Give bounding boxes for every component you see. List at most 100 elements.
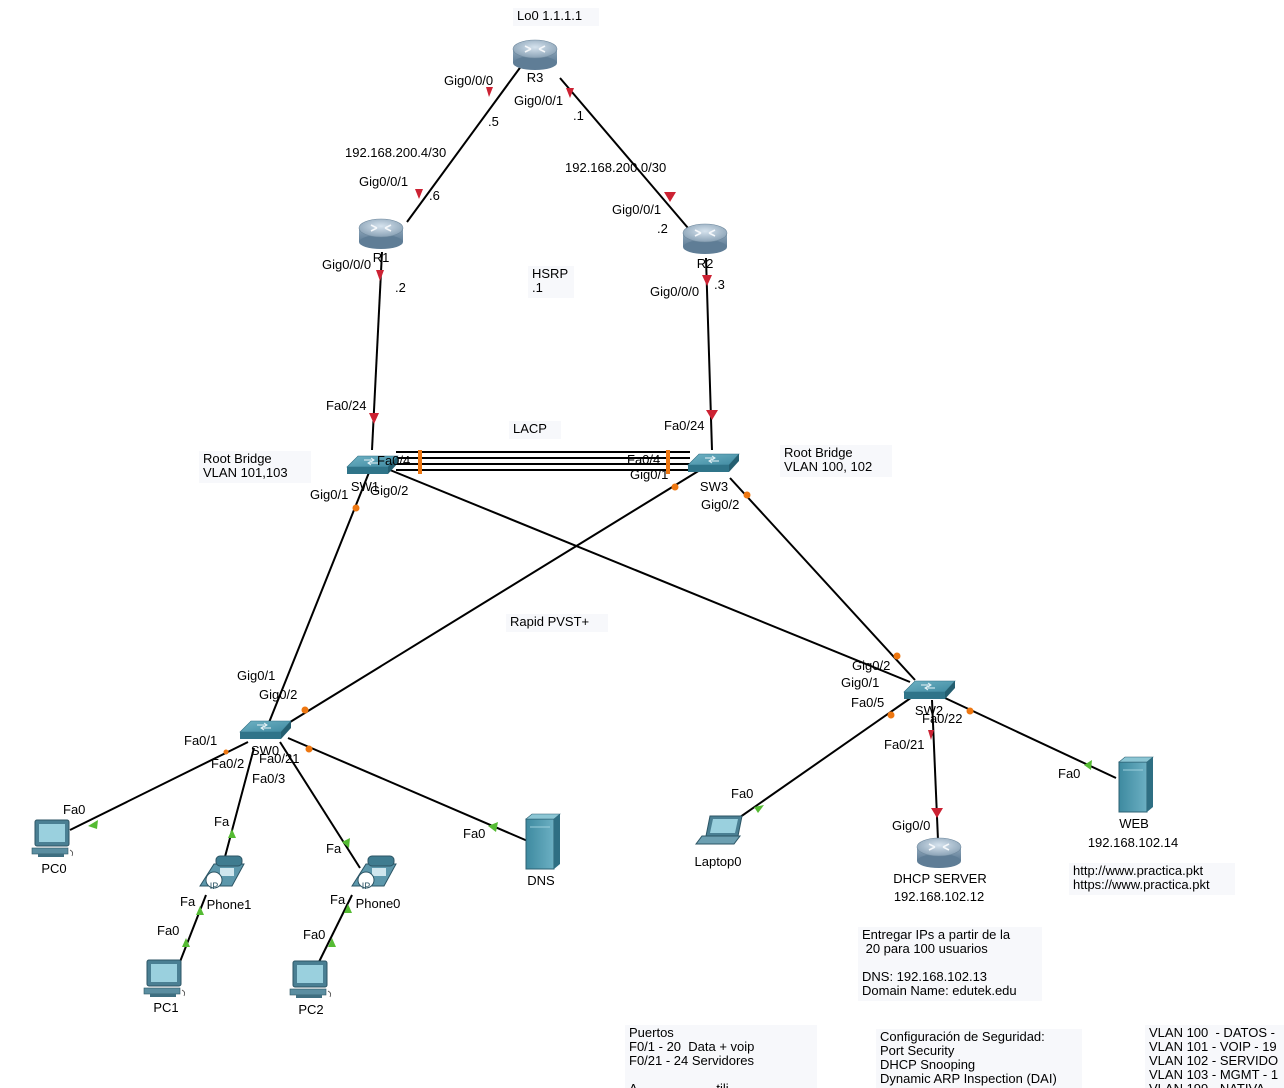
port-label: Gig0/2 [259,687,297,702]
port-label: Fa [330,892,346,907]
network-label: 192.168.200.4/30 [345,145,446,160]
label-r2: R2 [697,256,714,271]
label-phone0: Phone0 [356,896,401,911]
phone1-icon[interactable] [199,855,245,889]
lacp-etherchannel [396,451,690,471]
port-label: Fa0/24 [326,398,366,413]
port-label: Gig0/0 [892,818,930,833]
link-sw1-sw0 [265,469,371,731]
link-sw3-sw2 [729,477,916,681]
link-sw2-laptop [732,694,916,823]
label-web: WEB [1119,816,1149,831]
label-r3: R3 [527,70,544,85]
pc0-icon[interactable] [31,819,74,858]
link-sw0-pc0 [69,741,249,831]
dns-server-icon[interactable] [525,813,561,870]
link-sw0-phone1 [221,747,255,869]
label-dhcp: DHCP SERVER [893,871,986,886]
port-label: .1 [573,108,584,123]
port-label: Fa0/1 [184,733,217,748]
port-label: Fa0/3 [252,771,285,786]
port-label: Fa0/5 [851,695,884,710]
port-label: Gig0/0/0 [444,73,493,88]
note-web-urls: http://www.practica.pkt https://www.prac… [1069,863,1235,895]
label-laptop0: Laptop0 [695,854,742,869]
lacp-port-lights [418,450,670,474]
port-label: Gig0/0/0 [322,257,371,272]
dhcp-server-router-icon[interactable] [916,837,962,869]
port-label: Fa [180,894,196,909]
port-label: Fa0 [303,927,325,942]
label-r1: R1 [373,250,390,265]
web-server-icon[interactable] [1118,756,1154,813]
label-sw1: SW1 [351,479,379,494]
pc2-icon[interactable] [289,960,332,999]
link-status-lights [88,87,1092,947]
port-label: Fa [214,814,230,829]
switch-sw0-icon[interactable] [239,720,292,740]
port-label: .6 [429,188,440,203]
port-label: Fa0/21 [259,751,299,766]
label-sw2: SW2 [915,703,943,718]
link-sw1-sw2 [389,469,911,683]
port-label: Fa0/4 [377,453,410,468]
switch-sw3-icon[interactable] [687,453,740,473]
note-loopback: Lo0 1.1.1.1 [513,8,599,26]
note-hsrp: HSRP .1 [528,266,574,298]
svg-text:IP: IP [362,881,371,891]
note-puertos: Puertos F0/1 - 20 Data + voip F0/21 - 24… [625,1025,817,1088]
router-r2-icon[interactable] [682,223,728,255]
note-root-bridge-left: Root Bridge VLAN 101,103 [199,451,311,483]
link-r3-r2 [559,77,689,229]
link-sw0-phone0 [279,741,361,869]
link-r2-sw3 [705,257,713,451]
port-label: Gig0/1 [237,668,275,683]
port-label: Gig0/0/1 [612,202,661,217]
port-label: Gig0/2 [701,497,739,512]
note-vlans: VLAN 100 - DATOS - VLAN 101 - VOIP - 19 … [1145,1025,1284,1088]
phone0-icon[interactable] [351,855,397,889]
port-label: .3 [714,277,725,292]
network-label: 192.168.200.0/30 [565,160,666,175]
port-label: Fa0/2 [211,756,244,771]
label-dhcp-ip: 192.168.102.12 [894,889,984,904]
laptop0-icon[interactable] [695,815,743,845]
port-label: Fa0 [157,923,179,938]
label-sw0: SW0 [251,743,279,758]
note-root-bridge-right: Root Bridge VLAN 100, 102 [780,445,892,477]
port-label: Fa0/4 [627,452,660,467]
port-label: Gig0/0/1 [359,174,408,189]
port-label: Gig0/1 [841,675,879,690]
port-label: .5 [488,114,499,129]
router-r1-icon[interactable] [358,218,404,250]
port-label: .2 [657,221,668,236]
router-r3-icon[interactable] [512,39,558,71]
port-label: Gig0/0/1 [514,93,563,108]
note-dhcp-config: Entregar IPs a partir de la 20 para 100 … [858,927,1042,1001]
switch-sw2-icon[interactable] [903,680,956,700]
port-label: .2 [395,280,406,295]
port-label: Fa0 [731,786,753,801]
note-lacp: LACP [509,421,561,439]
port-label: Gig0/2 [852,658,890,673]
port-label: Gig0/1 [630,467,668,482]
link-sw3-sw0 [281,469,701,728]
svg-text:IP: IP [210,881,219,891]
label-dns: DNS [527,873,555,888]
label-phone1: Phone1 [207,897,252,912]
port-label: Fa0/24 [664,418,704,433]
port-label: Gig0/1 [310,487,348,502]
note-rapid-pvst: Rapid PVST+ [506,614,608,632]
label-pc2: PC2 [298,1002,323,1017]
port-label: Fa [326,841,342,856]
port-label: Gig0/0/0 [650,284,699,299]
link-sw0-dns [287,737,531,843]
label-pc0: PC0 [41,861,66,876]
port-label: Fa0 [63,802,85,817]
pc1-icon[interactable] [143,959,186,998]
port-label: Fa0 [463,826,485,841]
label-web-ip: 192.168.102.14 [1088,835,1178,850]
port-label: Fa0/22 [922,711,962,726]
port-label: Fa0 [1058,766,1080,781]
